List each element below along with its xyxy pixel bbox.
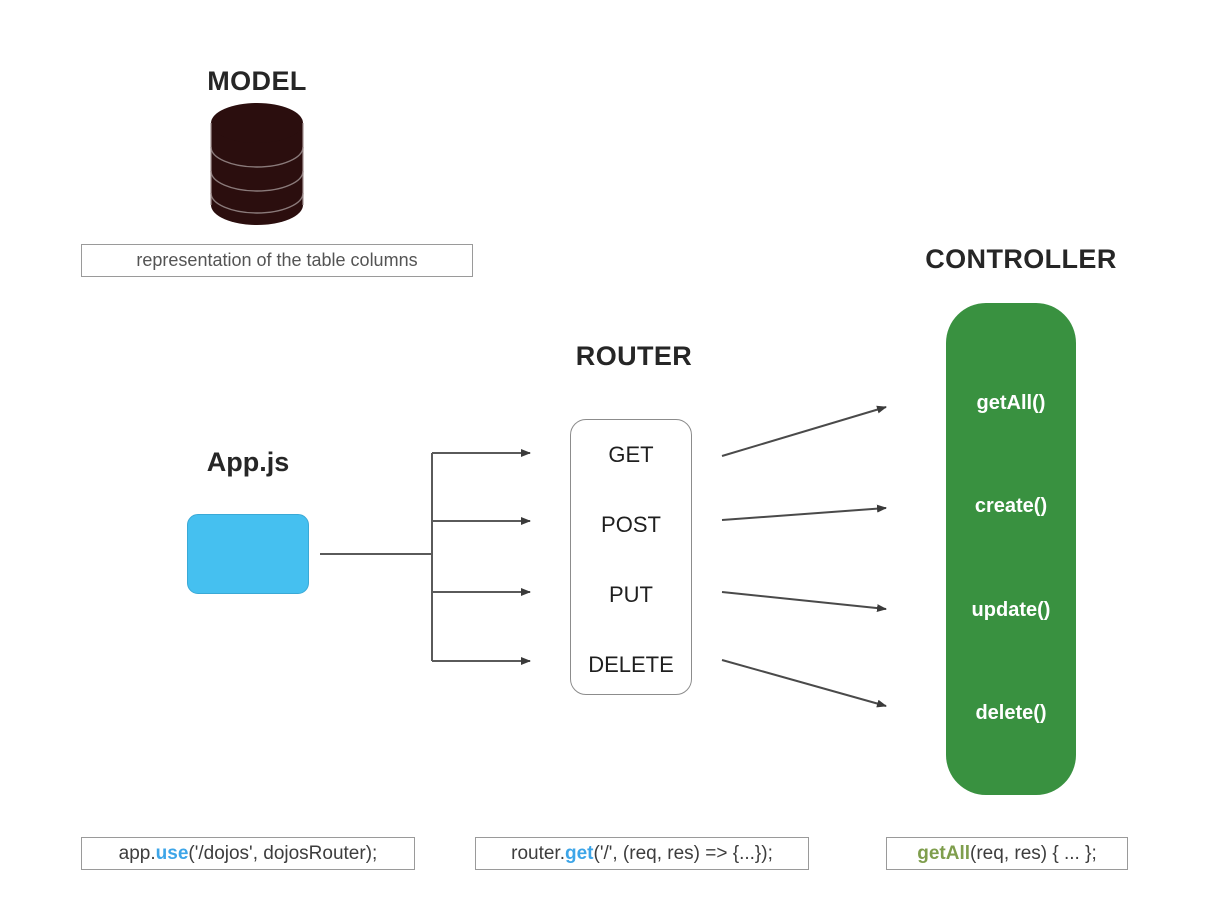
code-snippet-app: app.use('/dojos', dojosRouter); [81, 837, 415, 870]
router-method-post[interactable]: POST [601, 512, 661, 537]
code-app-prefix: app. [118, 842, 156, 864]
model-caption-text: representation of the table columns [136, 250, 418, 270]
model-caption-box: representation of the table columns [81, 244, 473, 277]
appjs-label: App.js [206, 447, 290, 477]
code-router-prefix: router. [511, 842, 565, 864]
code-snippet-router: router.get('/', (req, res) => {...}); [475, 837, 809, 870]
code-app-suffix: ('/dojos', dojosRouter); [188, 842, 378, 864]
controller-box[interactable]: getAll() create() update() delete() [946, 303, 1076, 795]
router-method-get[interactable]: GET [608, 442, 654, 467]
code-snippet-controller: getAll(req, res) { ... }; [886, 837, 1128, 870]
code-router-keyword: get [565, 842, 594, 864]
model-heading: MODEL [207, 66, 307, 96]
controller-method-delete[interactable]: delete() [975, 702, 1047, 724]
router-box[interactable]: GET POST PUT DELETE [570, 419, 692, 695]
router-method-delete[interactable]: DELETE [588, 652, 674, 677]
code-ctrl-keyword: getAll [917, 842, 971, 864]
router-method-put[interactable]: PUT [609, 582, 653, 607]
controller-method-update[interactable]: update() [971, 599, 1051, 621]
app-to-router-connectors [320, 449, 531, 665]
appjs-box[interactable] [187, 514, 309, 594]
controller-method-getall[interactable]: getAll() [976, 392, 1046, 414]
code-ctrl-suffix: (req, res) { ... }; [970, 842, 1097, 864]
code-router-suffix: ('/', (req, res) => {...}); [593, 842, 773, 864]
database-cylinder-icon [210, 103, 304, 225]
code-app-keyword: use [155, 842, 189, 864]
router-to-controller-connectors [721, 405, 887, 708]
router-heading: ROUTER [575, 341, 693, 371]
controller-heading: CONTROLLER [925, 244, 1117, 274]
controller-method-create[interactable]: create() [974, 495, 1048, 517]
